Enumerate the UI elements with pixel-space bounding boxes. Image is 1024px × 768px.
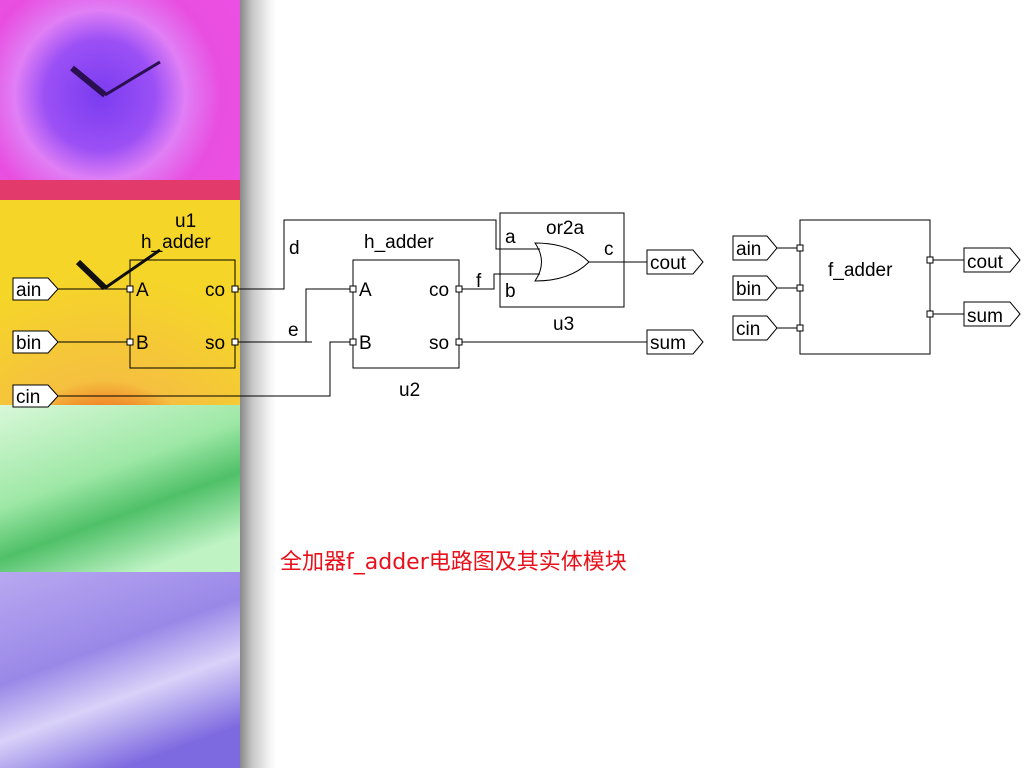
entity-input-ain: ain — [732, 235, 804, 261]
u1-type-label: h_adder — [141, 232, 211, 253]
svg-text:ain: ain — [736, 239, 761, 260]
u3-port-b: b — [505, 281, 516, 302]
u2-instance-label: u2 — [399, 380, 420, 401]
input-port-ain: ain — [12, 277, 59, 301]
u3-port-a: a — [505, 227, 516, 248]
clock-hands-icon — [70, 60, 161, 291]
u2-port-co: co — [429, 280, 449, 301]
svg-text:cout: cout — [967, 252, 1004, 273]
svg-text:cin: cin — [16, 387, 40, 408]
u1-instance-label: u1 — [175, 211, 196, 232]
purple-books-image — [0, 572, 240, 768]
svg-text:cout: cout — [650, 253, 687, 274]
signal-d-label: d — [289, 238, 300, 259]
u2-port-B: B — [359, 333, 372, 354]
u3-type-label: or2a — [546, 218, 584, 239]
svg-text:ain: ain — [16, 280, 41, 301]
svg-text:cin: cin — [736, 319, 760, 340]
schematic-wires — [58, 219, 647, 397]
purple-clock-image — [0, 0, 240, 186]
output-port-sum: sum — [646, 329, 704, 355]
u2-port-A: A — [359, 280, 372, 301]
entity-output-sum: sum — [926, 301, 1021, 327]
u3-or-gate: or2a u3 a b c — [499, 212, 625, 335]
decorative-sidebar — [0, 0, 240, 768]
u2-port-so: so — [429, 333, 449, 354]
orange-clock-image — [0, 200, 240, 410]
svg-text:sum: sum — [967, 306, 1003, 327]
entity-input-bin: bin — [732, 275, 804, 301]
u1-port-A: A — [136, 280, 149, 301]
f-adder-name: f_adder — [828, 260, 893, 281]
u1-port-so: so — [205, 333, 225, 354]
u2-type-label: h_adder — [364, 232, 434, 253]
output-port-cout: cout — [646, 249, 704, 275]
svg-text:sum: sum — [650, 333, 686, 354]
figure-caption: 全加器f_adder电路图及其实体模块 — [280, 550, 627, 575]
u1-half-adder: u1 h_adder A B co so — [126, 211, 239, 369]
green-books-image — [0, 405, 240, 575]
svg-text:bin: bin — [16, 333, 41, 354]
signal-f-label: f — [476, 271, 482, 292]
input-port-bin: bin — [12, 330, 59, 354]
u1-port-co: co — [205, 280, 225, 301]
u3-port-c: c — [604, 239, 614, 260]
u2-half-adder: h_adder u2 A B co so — [349, 232, 463, 401]
sidebar-shadow — [240, 0, 276, 768]
svg-text:bin: bin — [736, 279, 761, 300]
or-gate-symbol — [534, 242, 590, 282]
signal-e-label: e — [288, 320, 299, 341]
u1-port-B: B — [136, 333, 149, 354]
f-adder-entity: f_adder ain bin cin cout — [732, 219, 1021, 355]
entity-output-cout: cout — [926, 247, 1021, 273]
u3-instance-label: u3 — [553, 314, 574, 335]
input-port-cin: cin — [12, 384, 59, 408]
entity-input-cin: cin — [732, 315, 804, 341]
